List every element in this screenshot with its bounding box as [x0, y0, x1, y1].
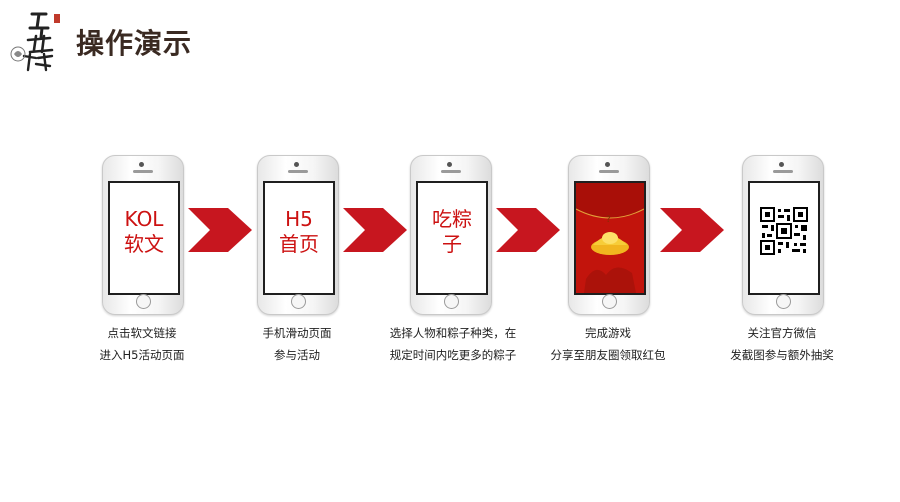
- screen-line: KOL: [124, 207, 164, 231]
- speaker-slot: [773, 170, 793, 173]
- phone-screen: H5 首页: [263, 181, 335, 295]
- step-caption: 关注官方微信 发截图参与额外抽奖: [697, 322, 867, 366]
- speaker-slot: [133, 170, 153, 173]
- brand-calligraphy-logo-icon: [10, 12, 60, 72]
- home-button: [291, 294, 306, 309]
- step-caption: 手机滑动页面 参与活动: [212, 322, 382, 366]
- caption-line: 完成游戏: [585, 326, 631, 340]
- caption-line: 分享至朋友圈领取红包: [550, 348, 666, 362]
- caption-line: 规定时间内吃更多的粽子: [389, 348, 517, 362]
- red-envelope-icon: ?: [576, 183, 644, 293]
- envelope-badge: ?: [606, 215, 611, 225]
- screen-line: H5: [285, 207, 313, 231]
- caption-line: 发截图参与额外抽奖: [730, 348, 834, 362]
- chevron-right-arrow-icon: [496, 208, 560, 252]
- phone-step-game: 吃粽 子: [410, 155, 492, 315]
- caption-line: 点击软文链接: [107, 326, 177, 340]
- caption-line: 选择人物和粽子种类，在: [389, 326, 517, 340]
- caption-line: 手机滑动页面: [262, 326, 332, 340]
- phone-step-follow: [742, 155, 824, 315]
- screen-line: 吃粽: [432, 207, 472, 231]
- page-title: 操作演示: [76, 27, 193, 60]
- step-caption: 点击软文链接 进入H5活动页面: [57, 322, 227, 366]
- step-caption: 选择人物和粽子种类，在 规定时间内吃更多的粽子: [368, 322, 538, 366]
- home-button: [444, 294, 459, 309]
- phone-step-h5: H5 首页: [257, 155, 339, 315]
- chevron-right-arrow-icon: [343, 208, 407, 252]
- phone-screen: 吃粽 子: [416, 181, 488, 295]
- phone-screen: [748, 181, 820, 295]
- camera-dot: [294, 162, 299, 167]
- chevron-right-arrow-icon: [188, 208, 252, 252]
- home-button: [602, 294, 617, 309]
- camera-dot: [605, 162, 610, 167]
- home-button: [136, 294, 151, 309]
- caption-line: 进入H5活动页面: [99, 348, 185, 362]
- qr-code-icon: [760, 207, 808, 255]
- phone-step-share: ?: [568, 155, 650, 315]
- chevron-right-arrow-icon: [660, 208, 724, 252]
- screen-line: 软文: [124, 232, 164, 256]
- screen-line: 子: [442, 232, 462, 256]
- caption-line: 参与活动: [274, 348, 320, 362]
- speaker-slot: [441, 170, 461, 173]
- home-button: [776, 294, 791, 309]
- speaker-slot: [599, 170, 619, 173]
- screen-line: 首页: [279, 232, 319, 256]
- camera-dot: [447, 162, 452, 167]
- caption-line: 关注官方微信: [747, 326, 817, 340]
- camera-dot: [779, 162, 784, 167]
- camera-dot: [139, 162, 144, 167]
- phone-screen: KOL 软文: [108, 181, 180, 295]
- step-caption: 完成游戏 分享至朋友圈领取红包: [523, 322, 693, 366]
- brand-logo: [6, 8, 64, 74]
- speaker-slot: [288, 170, 308, 173]
- phone-step-kol: KOL 软文: [102, 155, 184, 315]
- phone-screen: ?: [574, 181, 646, 295]
